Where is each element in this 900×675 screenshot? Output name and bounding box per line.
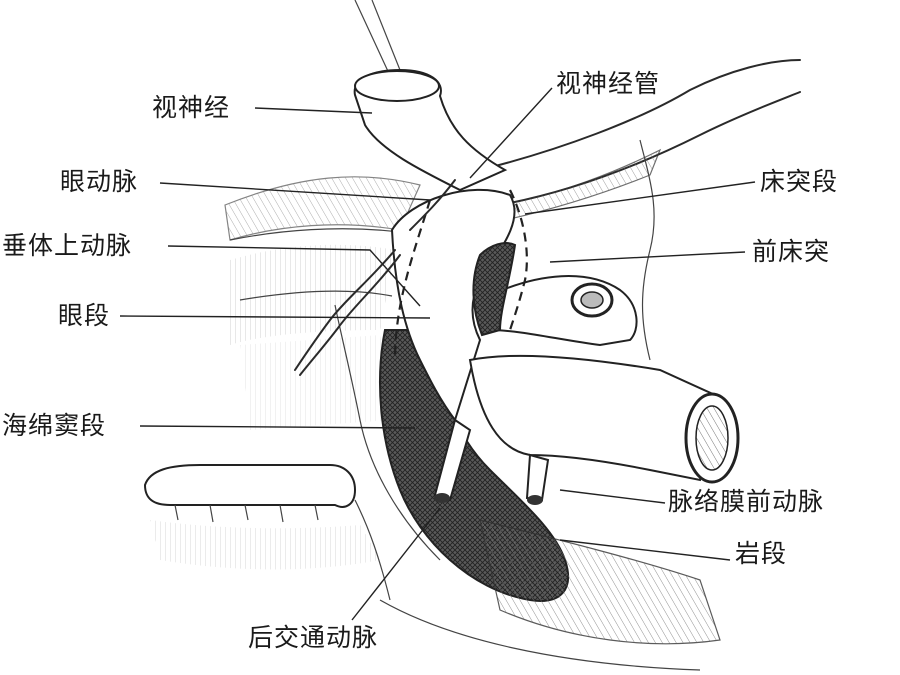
optic-nerve-drawing <box>353 0 508 192</box>
label-optic-canal: 视神经管 <box>556 69 661 98</box>
label-optic-nerve: 视神经 <box>152 93 231 122</box>
leader-lines <box>119 87 756 621</box>
anterior-clinoid-region <box>478 59 801 361</box>
label-anterior-choroidal-artery: 脉络膜前动脉 <box>668 487 825 516</box>
petrous-bone <box>379 519 721 671</box>
label-cavernous-segment: 海绵窦段 <box>2 411 107 440</box>
label-ophthalmic-artery: 眼动脉 <box>60 167 139 196</box>
skull-base-background <box>224 176 441 561</box>
label-petrous-segment: 岩段 <box>735 539 788 568</box>
label-superior-hypophyseal-artery: 垂体上动脉 <box>2 231 133 260</box>
label-ophthalmic-segment: 眼段 <box>58 301 111 330</box>
label-anterior-clinoid-process: 前床突 <box>752 237 831 266</box>
label-posterior-communicating-artery: 后交通动脉 <box>248 623 379 652</box>
sella-turcica <box>143 464 391 601</box>
label-clinoid-segment: 床突段 <box>760 167 839 196</box>
